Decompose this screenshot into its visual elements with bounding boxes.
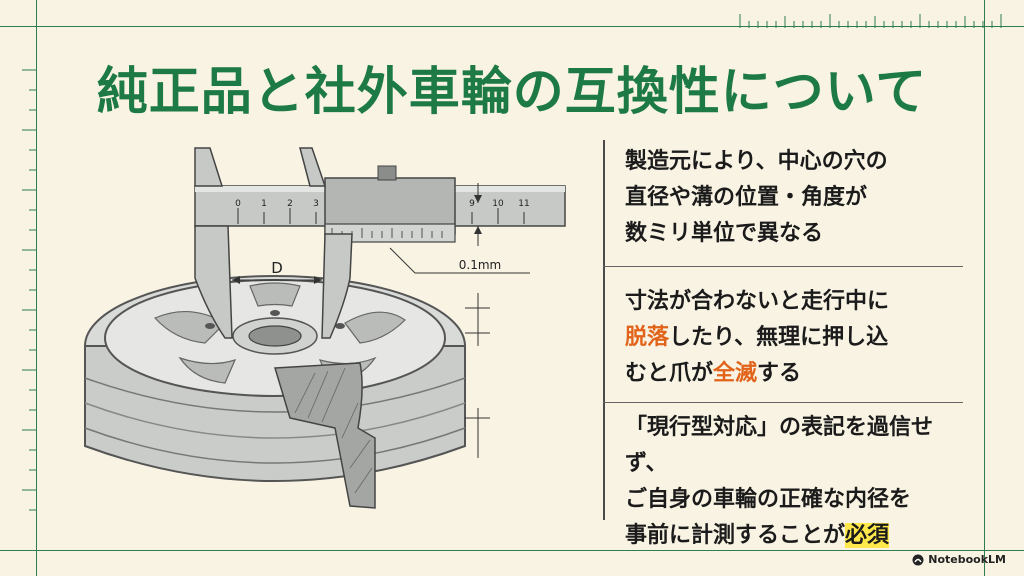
note-item-1: 製造元により、中心の穴の 直径や溝の位置・角度が 数ミリ単位で異なる: [625, 144, 961, 252]
scale-tick-2: 2: [287, 199, 293, 209]
note-3-emphasis-required: 必須: [845, 523, 890, 548]
note-2-emphasis-dislodge: 脱落: [625, 325, 670, 350]
brand-name: NotebookLM: [928, 553, 1006, 566]
note-item-3: 「現行型対応」の表記を過信せず、 ご自身の車輪の正確な内径を 事前に計測すること…: [625, 410, 961, 554]
page-title: 純正品と社外車輪の互換性について: [96, 63, 928, 122]
note-2-line-3-end: する: [757, 361, 802, 386]
note-2-emphasis-destroy: 全滅: [713, 361, 758, 386]
notes-panel: 製造元により、中心の穴の 直径や溝の位置・角度が 数ミリ単位で異なる 寸法が合わ…: [603, 140, 963, 548]
note-separator-1: [603, 266, 963, 267]
note-1-line-2: 直径や溝の位置・角度が: [625, 185, 868, 210]
caliper-moving-jaw: [299, 147, 327, 187]
frame-right-line: [984, 0, 985, 576]
frame-bottom-line: [0, 550, 1024, 551]
caliper-fixed-jaw: [194, 147, 224, 187]
precision-label: 0.1mm: [459, 258, 501, 272]
scale-tick-11: 11: [518, 199, 529, 209]
diameter-label: D: [271, 259, 283, 277]
scale-tick-1: 1: [261, 199, 267, 209]
left-ruler: [22, 69, 36, 511]
note-2-line-2-rest: したり、無理に押し込: [669, 325, 889, 350]
wheel-caliper-illustration: 0 1 2 3 4 5 6 7 8 9 10 11 D 0.1mm: [84, 147, 566, 509]
note-2-line-3-start: むと爪が: [625, 361, 714, 386]
note-1-line-1: 製造元により、中心の穴の: [625, 149, 888, 174]
top-ruler: [739, 14, 1002, 28]
brand-logo: NotebookLM: [912, 553, 1006, 566]
scale-tick-3: 3: [313, 199, 319, 209]
note-3-line-1: 「現行型対応」の表記を過信せず、: [625, 415, 934, 476]
scale-tick-0: 0: [235, 199, 241, 209]
notebook-logo-icon: [912, 554, 924, 565]
wheel-cutaway: [274, 362, 376, 509]
note-item-2: 寸法が合わないと走行中に 脱落したり、無理に押し込 むと爪が全滅する: [625, 284, 961, 392]
scale-tick-9: 9: [469, 199, 475, 209]
scale-tick-10: 10: [492, 199, 504, 209]
note-separator-2: [603, 402, 963, 403]
note-3-line-2: ご自身の車輪の正確な内径を: [625, 487, 912, 512]
frame-left-line: [36, 0, 37, 576]
note-3-line-3-start: 事前に計測することが: [625, 523, 846, 548]
note-1-line-3: 数ミリ単位で異なる: [625, 221, 824, 246]
panel-divider: [603, 140, 605, 520]
note-2-line-1: 寸法が合わないと走行中に: [625, 289, 890, 314]
frame-top-line: [0, 26, 1024, 27]
